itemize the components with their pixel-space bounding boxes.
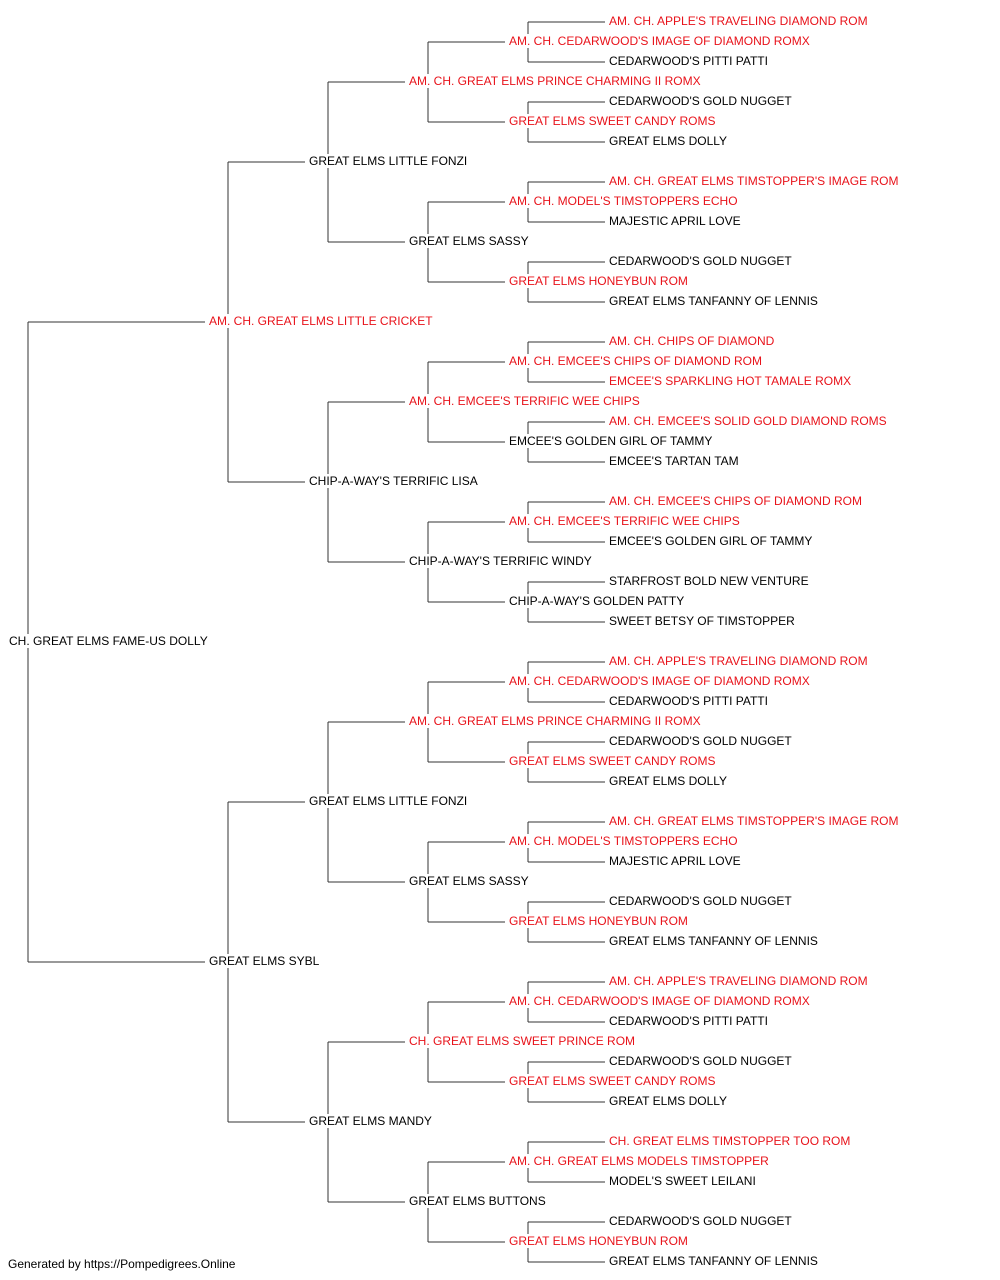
pedigree-entry-dam-sire-dam-sire-sire: AM. CH. GREAT ELMS TIMSTOPPER'S IMAGE RO… (608, 814, 900, 828)
pedigree-entry-dam-dam-sire: CH. GREAT ELMS SWEET PRINCE ROM (408, 1034, 637, 1048)
pedigree-entry-sire-sire-sire: AM. CH. GREAT ELMS PRINCE CHARMING II RO… (408, 74, 702, 88)
pedigree-entry-dam-dam-dam-sire-dam: MODEL'S SWEET LEILANI (608, 1174, 757, 1188)
pedigree-entry-dam-sire-sire-dam: GREAT ELMS SWEET CANDY ROMS (508, 754, 717, 768)
pedigree-entry-sire: AM. CH. GREAT ELMS LITTLE CRICKET (208, 314, 434, 328)
pedigree-entry-dam-sire-sire-sire-sire: AM. CH. APPLE'S TRAVELING DIAMOND ROM (608, 654, 869, 668)
pedigree-entry-sire-sire-sire-sire-dam: CEDARWOOD'S PITTI PATTI (608, 54, 769, 68)
pedigree-entry-dam-dam: GREAT ELMS MANDY (308, 1114, 433, 1128)
pedigree-entry-dam-sire-dam-dam: GREAT ELMS HONEYBUN ROM (508, 914, 689, 928)
pedigree-entry-sire-sire-dam-dam-sire: CEDARWOOD'S GOLD NUGGET (608, 254, 793, 268)
pedigree-entry-dam-sire-dam-sire: AM. CH. MODEL'S TIMSTOPPERS ECHO (508, 834, 739, 848)
pedigree-entry-sire-dam-sire-sire-sire: AM. CH. CHIPS OF DIAMOND (608, 334, 776, 348)
pedigree-entry-sire-sire-sire-dam-sire: CEDARWOOD'S GOLD NUGGET (608, 94, 793, 108)
pedigree-entry-sire-dam-dam-sire-sire: AM. CH. EMCEE'S CHIPS OF DIAMOND ROM (608, 494, 863, 508)
pedigree-entry-dam-sire-sire-dam-dam: GREAT ELMS DOLLY (608, 774, 729, 788)
pedigree-entry-dam-sire-sire-dam-sire: CEDARWOOD'S GOLD NUGGET (608, 734, 793, 748)
pedigree-entry-dam-sire-sire-sire-dam: CEDARWOOD'S PITTI PATTI (608, 694, 769, 708)
pedigree-entry-dam: GREAT ELMS SYBL (208, 954, 321, 968)
pedigree-entry-sire-sire-dam-dam: GREAT ELMS HONEYBUN ROM (508, 274, 689, 288)
pedigree-entry-sire-sire-sire-sire-sire: AM. CH. APPLE'S TRAVELING DIAMOND ROM (608, 14, 869, 28)
pedigree-entry-sire-dam-dam-dam-sire: STARFROST BOLD NEW VENTURE (608, 574, 810, 588)
pedigree-entry-subject: CH. GREAT ELMS FAME-US DOLLY (8, 634, 209, 648)
pedigree-entry-dam-sire: GREAT ELMS LITTLE FONZI (308, 794, 469, 808)
pedigree-entry-sire-dam-sire-dam-dam: EMCEE'S TARTAN TAM (608, 454, 740, 468)
pedigree-entry-sire-sire-dam-dam-dam: GREAT ELMS TANFANNY OF LENNIS (608, 294, 819, 308)
pedigree-entry-dam-sire-dam-sire-dam: MAJESTIC APRIL LOVE (608, 854, 742, 868)
pedigree-entry-sire-sire-sire-dam-dam: GREAT ELMS DOLLY (608, 134, 729, 148)
pedigree-entry-dam-dam-dam-dam-sire: CEDARWOOD'S GOLD NUGGET (608, 1214, 793, 1228)
pedigree-entry-dam-dam-sire-dam-dam: GREAT ELMS DOLLY (608, 1094, 729, 1108)
pedigree-entry-sire-dam-dam-sire: AM. CH. EMCEE'S TERRIFIC WEE CHIPS (508, 514, 741, 528)
pedigree-entry-sire-dam-sire: AM. CH. EMCEE'S TERRIFIC WEE CHIPS (408, 394, 641, 408)
pedigree-entry-dam-sire-sire-sire: AM. CH. CEDARWOOD'S IMAGE OF DIAMOND ROM… (508, 674, 811, 688)
pedigree-entry-sire-dam-sire-sire: AM. CH. EMCEE'S CHIPS OF DIAMOND ROM (508, 354, 763, 368)
pedigree-entry-dam-dam-sire-sire-sire: AM. CH. APPLE'S TRAVELING DIAMOND ROM (608, 974, 869, 988)
pedigree-entry-sire-sire-dam: GREAT ELMS SASSY (408, 234, 530, 248)
pedigree-entry-sire-sire-sire-sire: AM. CH. CEDARWOOD'S IMAGE OF DIAMOND ROM… (508, 34, 811, 48)
pedigree-entry-dam-dam-dam-sire: AM. CH. GREAT ELMS MODELS TIMSTOPPER (508, 1154, 770, 1168)
pedigree-entry-sire-sire: GREAT ELMS LITTLE FONZI (308, 154, 469, 168)
pedigree-entry-dam-dam-dam-sire-sire: CH. GREAT ELMS TIMSTOPPER TOO ROM (608, 1134, 852, 1148)
pedigree-entry-dam-dam-sire-dam-sire: CEDARWOOD'S GOLD NUGGET (608, 1054, 793, 1068)
pedigree-entry-dam-sire-sire: AM. CH. GREAT ELMS PRINCE CHARMING II RO… (408, 714, 702, 728)
pedigree-entry-dam-sire-dam-dam-dam: GREAT ELMS TANFANNY OF LENNIS (608, 934, 819, 948)
pedigree-entry-sire-dam-sire-dam-sire: AM. CH. EMCEE'S SOLID GOLD DIAMOND ROMS (608, 414, 888, 428)
pedigree-entry-sire-sire-dam-sire: AM. CH. MODEL'S TIMSTOPPERS ECHO (508, 194, 739, 208)
pedigree-entry-dam-dam-dam-dam-dam: GREAT ELMS TANFANNY OF LENNIS (608, 1254, 819, 1268)
pedigree-entry-sire-sire-sire-dam: GREAT ELMS SWEET CANDY ROMS (508, 114, 717, 128)
generated-by-footer: Generated by https://Pompedigrees.Online (8, 1257, 236, 1271)
pedigree-entry-sire-dam-dam: CHIP-A-WAY'S TERRIFIC WINDY (408, 554, 593, 568)
pedigree-entry-sire-dam-sire-sire-dam: EMCEE'S SPARKLING HOT TAMALE ROMX (608, 374, 853, 388)
pedigree-entry-dam-dam-dam: GREAT ELMS BUTTONS (408, 1194, 547, 1208)
pedigree-entry-sire-sire-dam-sire-dam: MAJESTIC APRIL LOVE (608, 214, 742, 228)
pedigree-entry-dam-dam-sire-sire: AM. CH. CEDARWOOD'S IMAGE OF DIAMOND ROM… (508, 994, 811, 1008)
pedigree-entry-sire-dam: CHIP-A-WAY'S TERRIFIC LISA (308, 474, 479, 488)
pedigree-entry-dam-dam-sire-sire-dam: CEDARWOOD'S PITTI PATTI (608, 1014, 769, 1028)
pedigree-entry-sire-sire-dam-sire-sire: AM. CH. GREAT ELMS TIMSTOPPER'S IMAGE RO… (608, 174, 900, 188)
pedigree-entry-sire-dam-sire-dam: EMCEE'S GOLDEN GIRL OF TAMMY (508, 434, 714, 448)
pedigree-entry-dam-dam-dam-dam: GREAT ELMS HONEYBUN ROM (508, 1234, 689, 1248)
pedigree-entry-sire-dam-dam-sire-dam: EMCEE'S GOLDEN GIRL OF TAMMY (608, 534, 814, 548)
pedigree-entry-sire-dam-dam-dam: CHIP-A-WAY'S GOLDEN PATTY (508, 594, 686, 608)
pedigree-entry-sire-dam-dam-dam-dam: SWEET BETSY OF TIMSTOPPER (608, 614, 796, 628)
pedigree-entry-dam-sire-dam: GREAT ELMS SASSY (408, 874, 530, 888)
pedigree-entry-dam-sire-dam-dam-sire: CEDARWOOD'S GOLD NUGGET (608, 894, 793, 908)
pedigree-entry-dam-dam-sire-dam: GREAT ELMS SWEET CANDY ROMS (508, 1074, 717, 1088)
